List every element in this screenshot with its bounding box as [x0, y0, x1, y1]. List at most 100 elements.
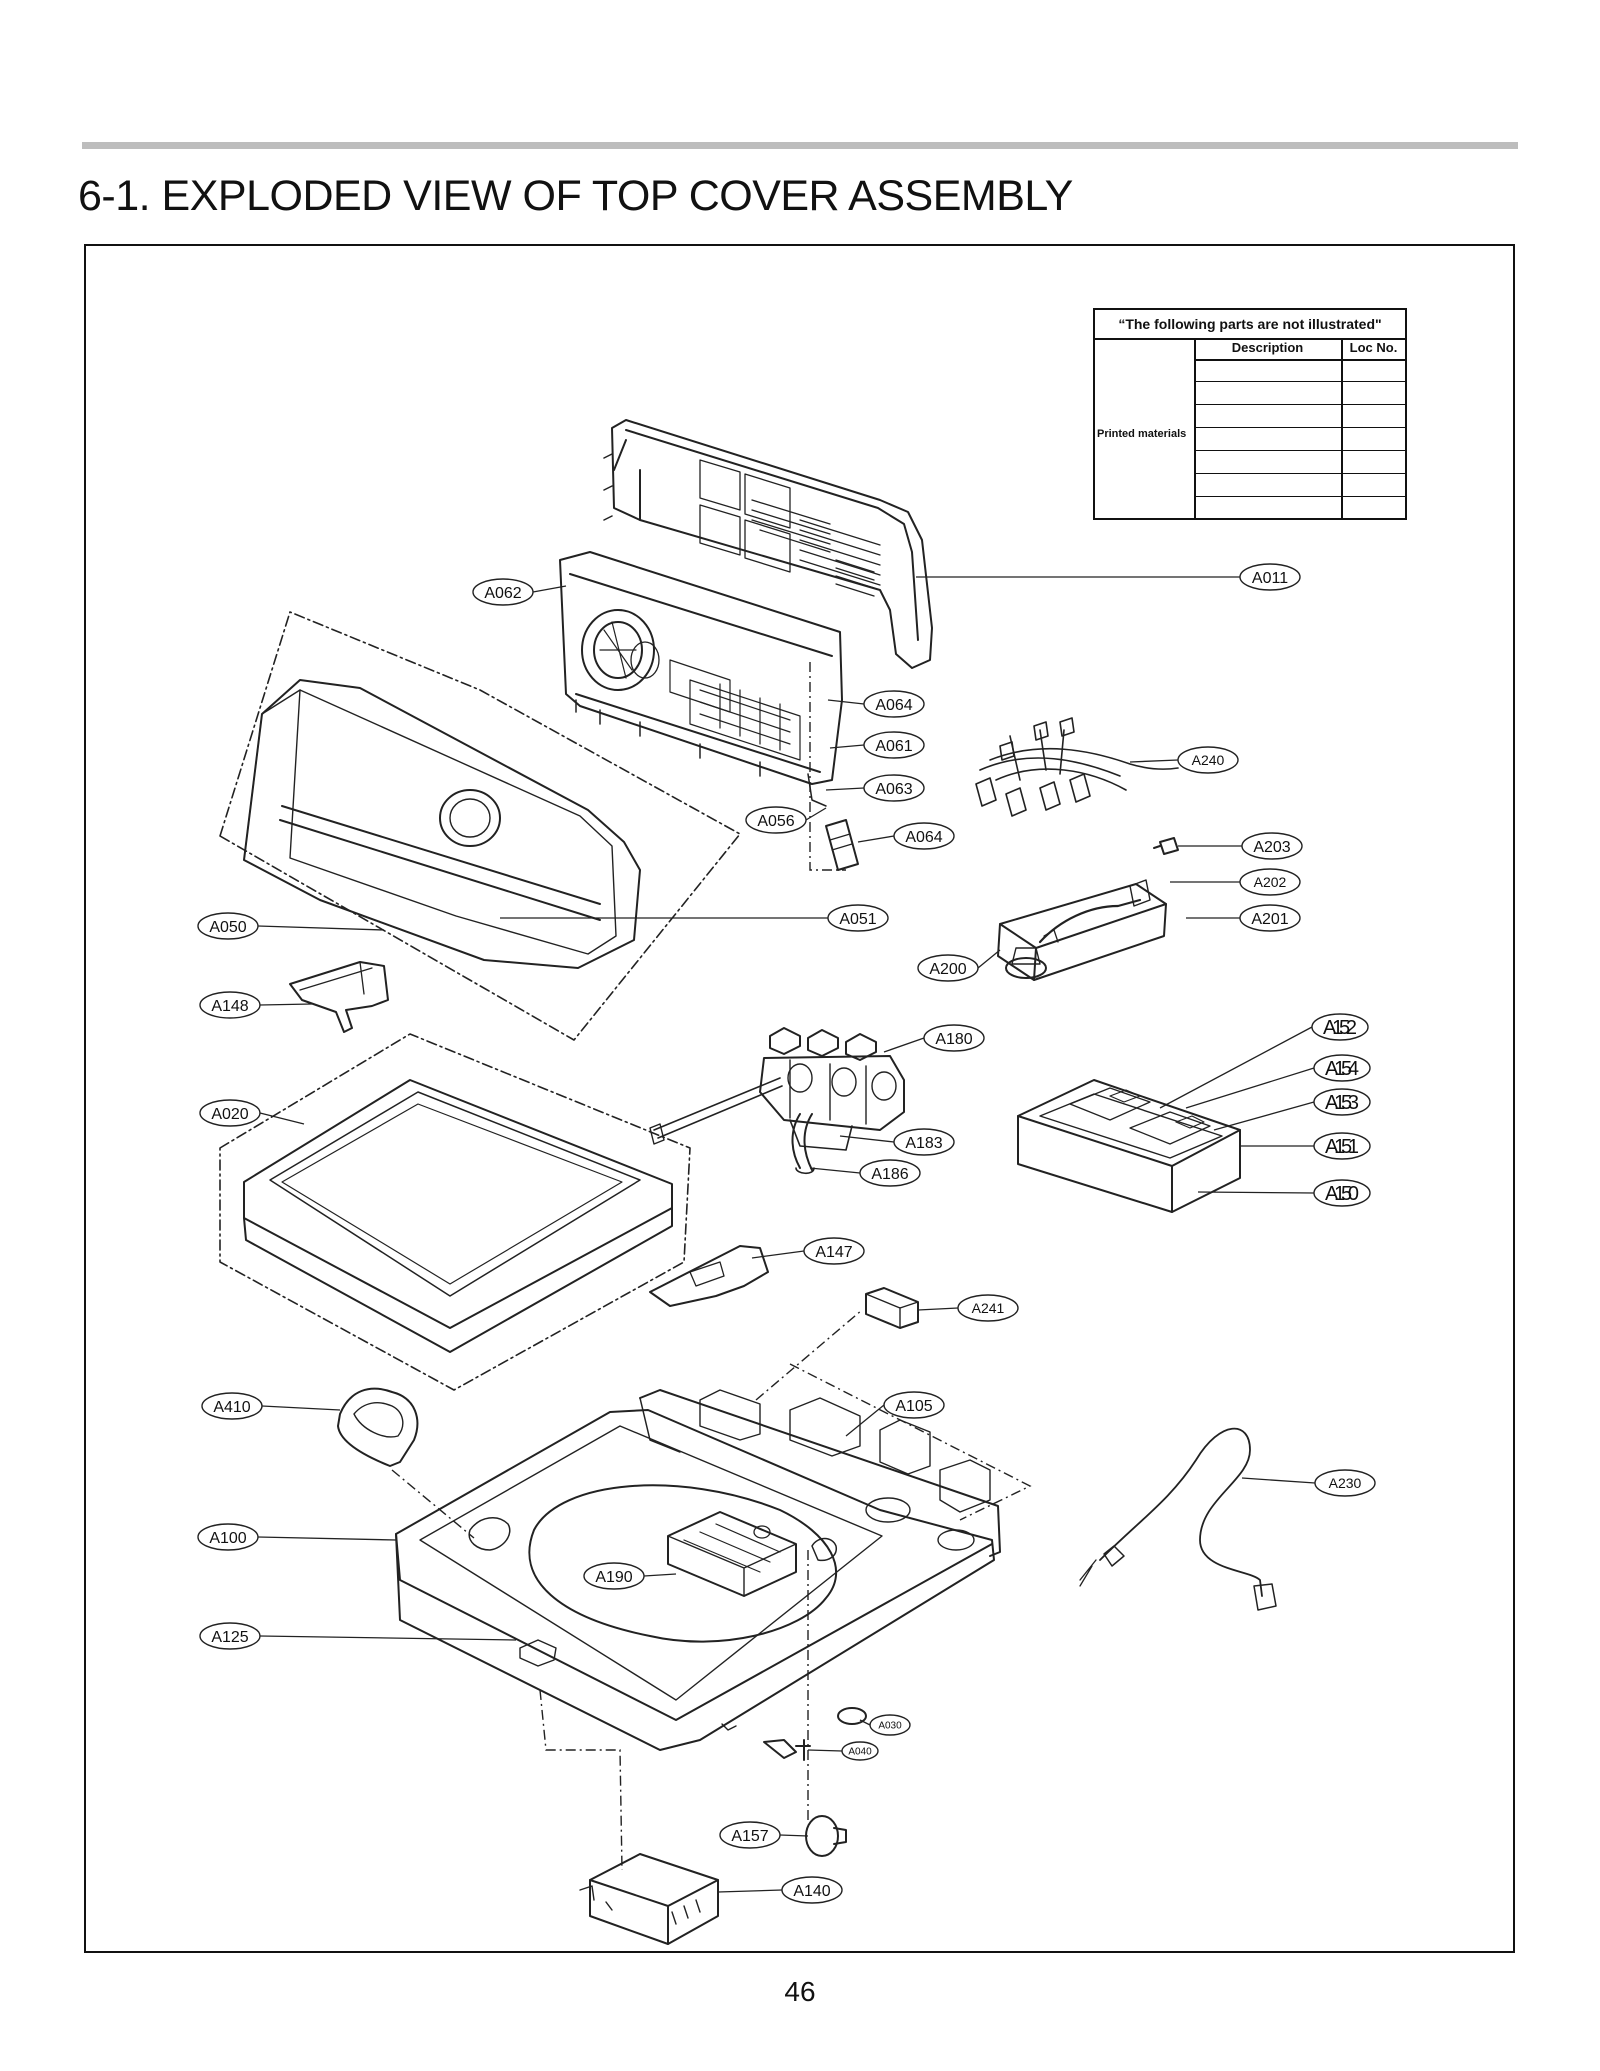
callout-bubble [1239, 904, 1301, 932]
leader-line [845, 1404, 885, 1437]
callout-bubble [201, 1392, 263, 1420]
callout-bubble [1311, 1013, 1369, 1041]
callout-bubble [583, 1562, 645, 1590]
leader-line [1159, 1026, 1313, 1109]
leader-line [1197, 1191, 1315, 1194]
callout-label: A410 [213, 1399, 250, 1416]
callout-a190: A190 [583, 1562, 645, 1590]
column-description: Description [1194, 338, 1343, 359]
callout-a152: A152 [1311, 1013, 1369, 1041]
callout-label: A148 [211, 998, 248, 1015]
callout-a125: A125 [199, 1622, 261, 1650]
callout-bubble [1313, 1088, 1371, 1116]
callout-a157: A157 [719, 1821, 781, 1849]
callout-a410: A410 [201, 1392, 263, 1420]
control-panel-part [219, 611, 741, 1041]
callout-a150: A150 [1313, 1179, 1371, 1207]
table-row [1194, 382, 1405, 405]
callout-bubble [781, 1876, 843, 1904]
leader-line [809, 1167, 861, 1174]
callout-bubble [883, 1391, 945, 1419]
leader-line [827, 699, 865, 705]
callout-label: A203 [1253, 839, 1290, 856]
callout-a180: A180 [923, 1024, 985, 1052]
callout-label: A105 [895, 1398, 932, 1415]
table-row [1194, 451, 1405, 474]
callout-bubble [1177, 746, 1239, 774]
leader-line [883, 1037, 925, 1053]
screw-a040-part [763, 1739, 811, 1761]
component-a190-part [667, 1511, 797, 1597]
callout-a140: A140 [781, 1876, 843, 1904]
callout-label: A064 [905, 829, 942, 846]
callout-bubble [893, 822, 955, 850]
callout-bubble [197, 1523, 259, 1551]
leader-line [261, 1405, 341, 1411]
callout-a186: A186 [859, 1159, 921, 1187]
callout-bubble [827, 904, 889, 932]
inlet-valve-part [649, 1027, 905, 1175]
callout-a056: A056 [745, 806, 807, 834]
row-group-cell: Printed materials [1095, 338, 1196, 518]
callout-bubble [803, 1237, 865, 1265]
callout-bubble [1313, 1179, 1371, 1207]
callout-a020: A020 [199, 1099, 261, 1127]
screw-a030-part [837, 1707, 867, 1725]
callout-a064: A064 [863, 690, 925, 718]
callout-a051: A051 [827, 904, 889, 932]
callout-label: A230 [1329, 1475, 1362, 1491]
callout-bubble [199, 1099, 261, 1127]
callout-label: A030 [878, 1721, 902, 1732]
knob-a157-part [805, 1815, 847, 1857]
pcb-box-small-part [825, 819, 859, 871]
callout-label: A152 [1323, 1017, 1357, 1039]
leader-line [807, 1749, 843, 1752]
callout-label: A153 [1325, 1092, 1359, 1114]
callout-a202: A202 [1239, 868, 1301, 896]
callout-a240: A240 [1177, 746, 1239, 774]
callout-label: A063 [875, 781, 912, 798]
callout-a153: A153 [1313, 1088, 1371, 1116]
callout-bubble [863, 731, 925, 759]
callout-bubble [199, 1622, 261, 1650]
callout-a064: A064 [893, 822, 955, 850]
callout-label: A011 [1252, 570, 1288, 587]
leader-line [717, 1889, 783, 1893]
callout-label: A125 [211, 1629, 248, 1646]
callout-bubble [893, 1128, 955, 1156]
bracket-a148-part [289, 961, 389, 1033]
leader-line [1213, 1101, 1315, 1131]
page-number: 46 [784, 1976, 816, 2007]
leader-line [839, 1135, 895, 1143]
callout-bubble [199, 991, 261, 1019]
top-rule [82, 142, 1518, 149]
callout-a230: A230 [1314, 1469, 1376, 1497]
leader-line [859, 1719, 871, 1726]
callout-a183: A183 [893, 1128, 955, 1156]
rear-panel-cover-part [603, 419, 933, 669]
table-header: “The following parts are not illustrated… [1095, 310, 1405, 340]
callout-label: A202 [1254, 874, 1287, 890]
callout-bubble [197, 912, 259, 940]
control-pcb-assembly-part [559, 551, 843, 807]
callout-bubble [1313, 1054, 1371, 1082]
callout-bubble [1313, 1132, 1371, 1160]
callout-label: A147 [815, 1244, 852, 1261]
callout-label: A064 [875, 697, 912, 714]
callout-label: A040 [848, 1747, 872, 1758]
leader-line [259, 1003, 313, 1006]
table-column-headers: Description Loc No. [1194, 338, 1405, 361]
detergent-dispenser-part [1017, 1079, 1241, 1213]
callout-bubble [1239, 563, 1301, 591]
module-a140-part [579, 1853, 719, 1945]
callout-bubble [917, 954, 979, 982]
callout-label: A140 [793, 1883, 830, 1900]
callout-a062: A062 [472, 578, 534, 606]
connector-a203-part [1153, 837, 1179, 855]
callout-label: A061 [875, 738, 912, 755]
wire-harness-part [975, 717, 1179, 817]
table-row [1194, 428, 1405, 451]
callout-label: A157 [731, 1828, 768, 1845]
leader-line [257, 925, 385, 931]
